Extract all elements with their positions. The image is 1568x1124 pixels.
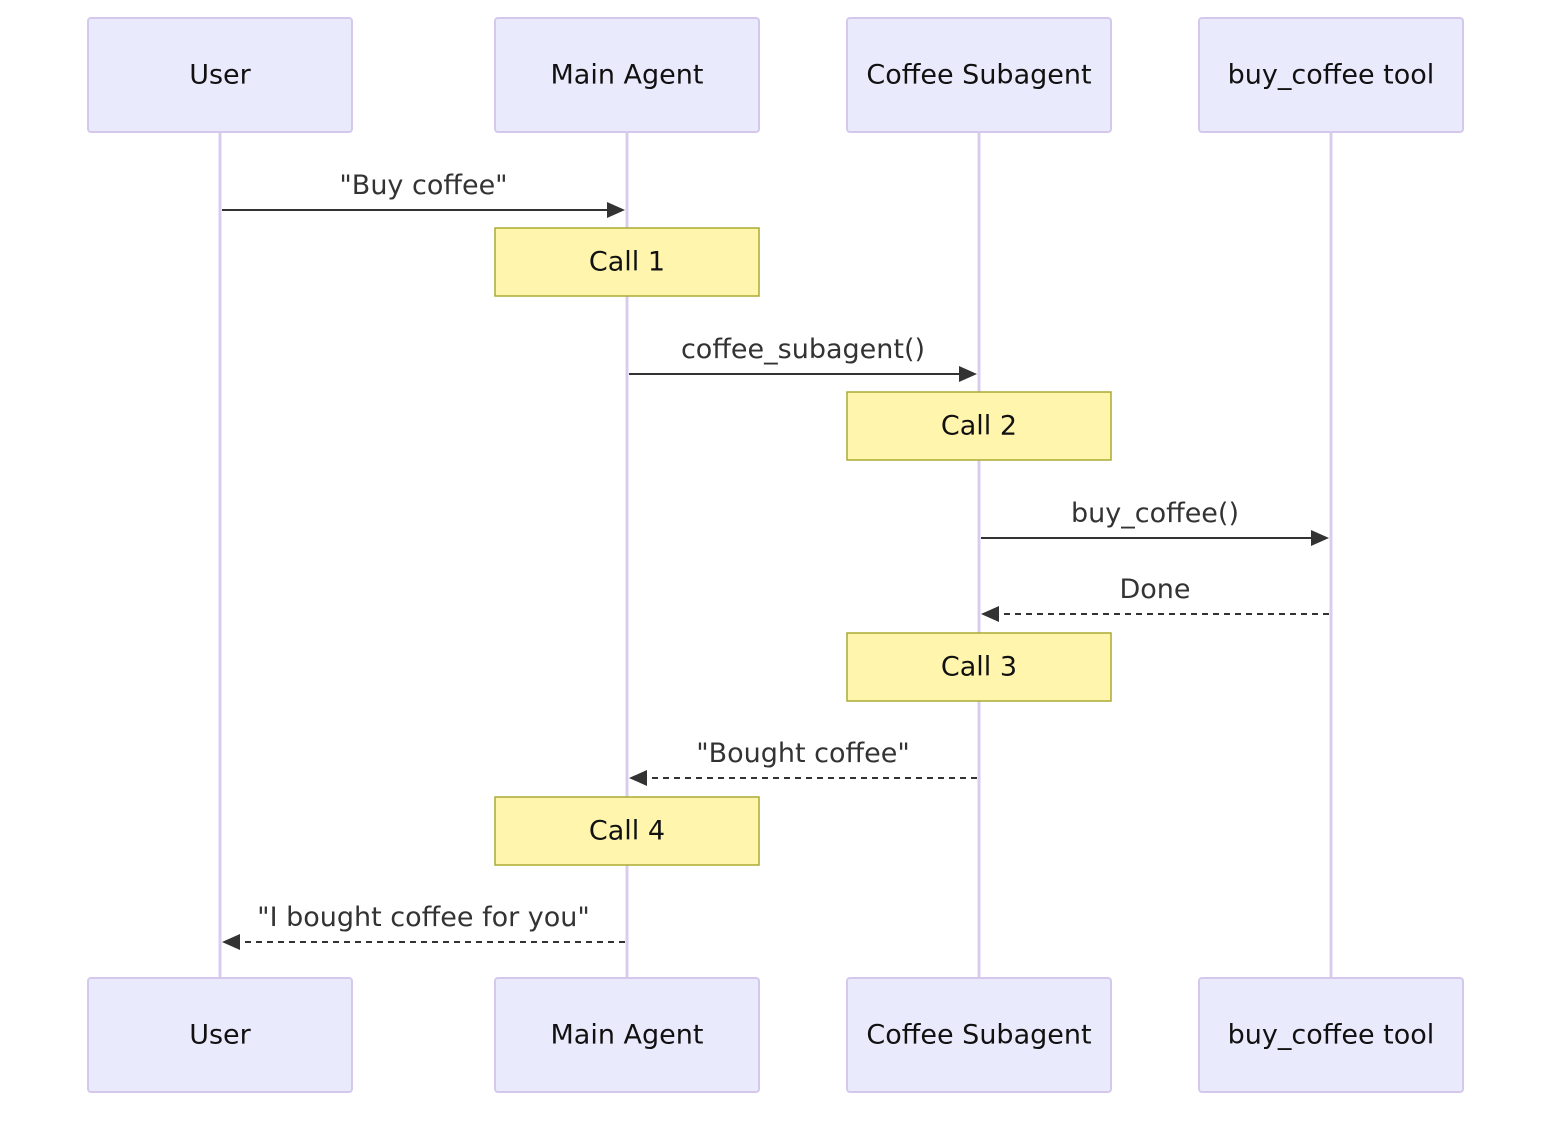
arrowhead [629, 770, 647, 786]
actor-bottom-buy-coffee-tool: buy_coffee tool [1198, 977, 1464, 1093]
arrowhead [981, 606, 999, 622]
actor-bottom-user: User [87, 977, 353, 1093]
message-buy-coffee: "Buy coffee" [222, 170, 625, 218]
message-label: "Buy coffee" [339, 170, 507, 201]
note-box [846, 632, 1112, 702]
message-label: "I bought coffee for you" [257, 902, 590, 933]
actor-top-coffee-subagent: Coffee Subagent [846, 17, 1112, 133]
message-buy-coffee: buy_coffee() [981, 498, 1329, 546]
message-coffee-subagent: coffee_subagent() [629, 334, 977, 382]
actor-label: Main Agent [551, 60, 704, 91]
arrowhead [607, 202, 625, 218]
note-call-1: Call 1 [494, 227, 760, 297]
actor-label: buy_coffee tool [1228, 1020, 1435, 1051]
actor-label: Coffee Subagent [866, 60, 1091, 91]
actor-box [87, 17, 353, 133]
actor-label: Coffee Subagent [866, 1020, 1091, 1051]
actor-box [1198, 977, 1464, 1093]
message-bought-coffee: "Bought coffee" [629, 738, 977, 786]
arrowhead [959, 366, 977, 382]
note-call-4: Call 4 [494, 796, 760, 866]
note-call-3: Call 3 [846, 632, 1112, 702]
message-label: buy_coffee() [1071, 498, 1239, 529]
actor-top-main-agent: Main Agent [494, 17, 760, 133]
actor-top-user: User [87, 17, 353, 133]
actor-box [846, 17, 1112, 133]
note-label: Call 3 [941, 652, 1017, 683]
actor-label: User [189, 60, 251, 91]
message-done: Done [981, 574, 1329, 622]
actor-box [494, 17, 760, 133]
actor-label: Main Agent [551, 1020, 704, 1051]
message-i-bought-coffee-for-you: "I bought coffee for you" [222, 902, 625, 950]
arrowhead [222, 934, 240, 950]
note-box [494, 796, 760, 866]
arrowhead [1311, 530, 1329, 546]
actor-box [1198, 17, 1464, 133]
actor-box [87, 977, 353, 1093]
message-label: Done [1119, 574, 1190, 605]
note-call-2: Call 2 [846, 391, 1112, 461]
message-label: "Bought coffee" [696, 738, 910, 769]
note-box [846, 391, 1112, 461]
note-label: Call 1 [589, 247, 665, 278]
note-label: Call 2 [941, 411, 1017, 442]
actor-label: User [189, 1020, 251, 1051]
actor-box [846, 977, 1112, 1093]
note-box [494, 227, 760, 297]
note-label: Call 4 [589, 816, 665, 847]
message-label: coffee_subagent() [681, 334, 925, 365]
actor-bottom-coffee-subagent: Coffee Subagent [846, 977, 1112, 1093]
actor-bottom-main-agent: Main Agent [494, 977, 760, 1093]
actor-box [494, 977, 760, 1093]
actor-label: buy_coffee tool [1228, 60, 1435, 91]
actor-top-buy-coffee-tool: buy_coffee tool [1198, 17, 1464, 133]
